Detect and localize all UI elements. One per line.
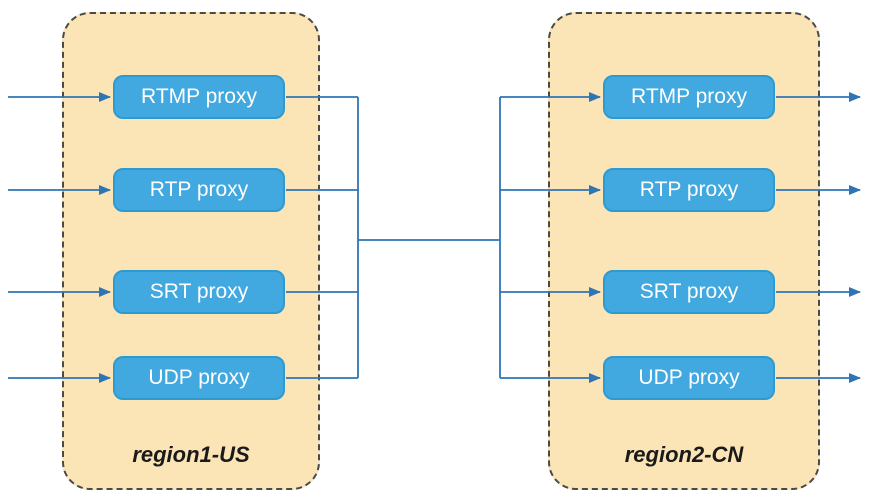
- region2-label: region2-CN: [624, 442, 744, 467]
- proxy-box-region2-rtmp: RTMP proxy: [603, 75, 775, 119]
- region1-label: region1-US: [132, 442, 250, 467]
- proxy-box-region2-rtp: RTP proxy: [603, 168, 775, 212]
- proxy-box-region1-srt: SRT proxy: [113, 270, 285, 314]
- proxy-box-region1-rtp: RTP proxy: [113, 168, 285, 212]
- proxy-box-region1-rtmp: RTMP proxy: [113, 75, 285, 119]
- proxy-box-region2-srt: SRT proxy: [603, 270, 775, 314]
- proxy-box-region2-udp: UDP proxy: [603, 356, 775, 400]
- proxy-box-region1-udp: UDP proxy: [113, 356, 285, 400]
